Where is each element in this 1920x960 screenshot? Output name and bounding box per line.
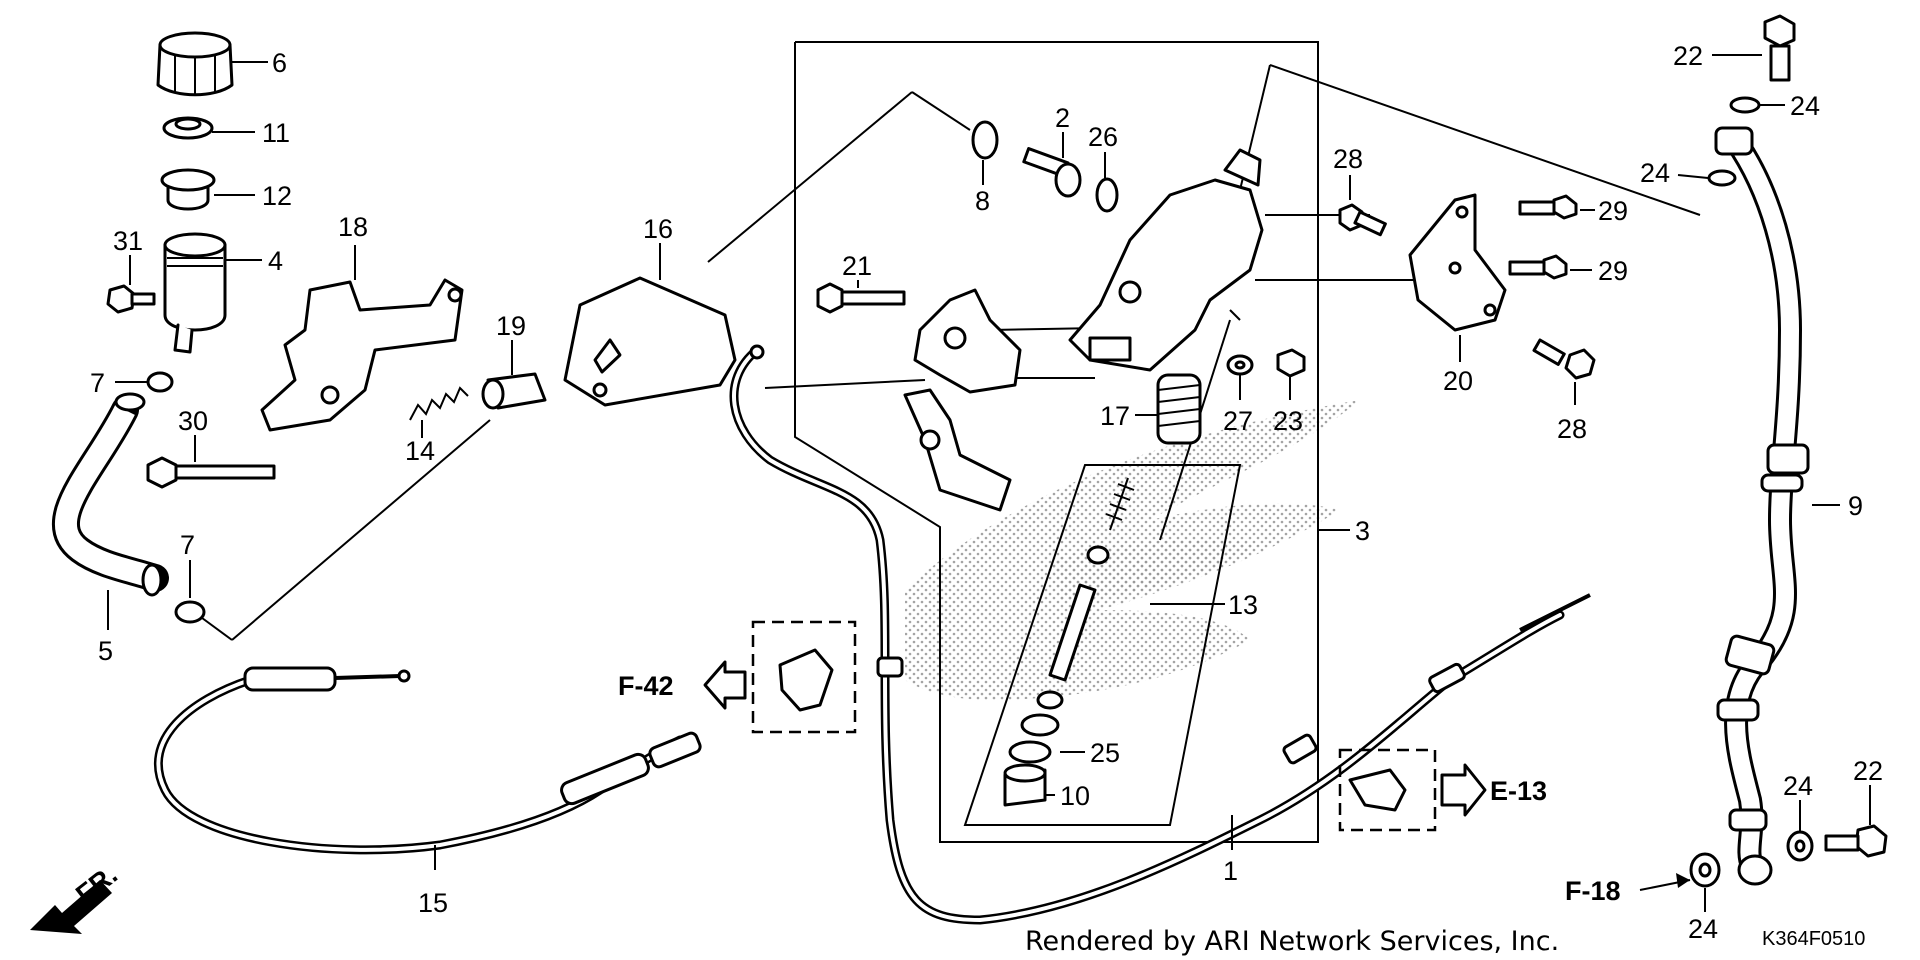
part-30-bolt[interactable]	[146, 456, 276, 489]
callout-4: 4	[268, 246, 283, 276]
assembly-outline	[794, 41, 1350, 843]
lever-bracket[interactable]	[903, 288, 1022, 512]
callout-26: 26	[1088, 122, 1118, 152]
e13-reference-inset[interactable]	[1338, 748, 1487, 832]
f18-arrow-icon	[1676, 873, 1690, 888]
callout-13: 13	[1228, 590, 1258, 620]
callout-12: 12	[262, 181, 292, 211]
callout-10: 10	[1060, 781, 1090, 811]
part-22-banjo-bolt-lower[interactable]	[1824, 824, 1888, 858]
part-24-washer-mid[interactable]	[1707, 169, 1737, 187]
arrow-left-icon	[703, 660, 747, 710]
part-7-hose-clip-lower[interactable]	[174, 600, 206, 624]
part-14-spring[interactable]	[409, 386, 469, 421]
part-7-hose-clip-upper[interactable]	[146, 371, 174, 393]
callout-17: 17	[1100, 401, 1130, 431]
callout-1: 1	[1223, 856, 1238, 886]
ref-f18[interactable]: F-18	[1565, 876, 1621, 906]
callout-16: 16	[643, 214, 673, 244]
part-18-stay-bracket[interactable]	[260, 278, 464, 432]
callout-11: 11	[262, 118, 290, 148]
part-28-bolt-lower[interactable]	[1532, 338, 1596, 380]
callout-24d: 24	[1688, 914, 1718, 944]
callout-18: 18	[338, 212, 368, 242]
callout-24a: 24	[1790, 91, 1820, 121]
part-2-pivot-bolt[interactable]	[1022, 147, 1082, 198]
part-22-banjo-bolt-upper[interactable]	[1763, 14, 1796, 82]
callout-6: 6	[272, 48, 287, 78]
callout-27: 27	[1223, 406, 1253, 436]
part-1-clutch-cable[interactable]	[729, 344, 1591, 925]
callout-5: 5	[98, 636, 113, 666]
ref-f42[interactable]: F-42	[618, 671, 674, 701]
credit-text: Rendered by ARI Network Services, Inc.	[1025, 926, 1559, 957]
part-31-screw[interactable]	[106, 284, 156, 314]
hose-banjo-fitting	[1737, 854, 1773, 886]
callout-15: 15	[418, 888, 448, 918]
part-13-piston-set[interactable]	[1036, 477, 1135, 710]
callout-7b: 7	[180, 530, 195, 560]
part-27-washer[interactable]	[1226, 354, 1254, 376]
callout-8: 8	[975, 186, 990, 216]
part-15-cable[interactable]	[154, 666, 702, 855]
part-24-washer-top[interactable]	[1729, 96, 1761, 114]
callout-24c: 24	[1783, 771, 1813, 801]
callout-7a: 7	[90, 368, 105, 398]
part-5-reservoir-hose[interactable]	[52, 392, 169, 597]
part-20-bracket[interactable]	[1408, 193, 1507, 332]
part-17-spring[interactable]	[1156, 373, 1202, 445]
part-6-reservoir-cap[interactable]	[156, 31, 234, 97]
callout-28a: 28	[1333, 144, 1363, 174]
master-cylinder-body[interactable]	[1068, 148, 1264, 372]
part-11-diaphragm-plate[interactable]	[162, 116, 214, 140]
front-direction-arrow-icon	[30, 880, 112, 934]
part-26-o-ring[interactable]	[1095, 177, 1119, 213]
callout-28b: 28	[1557, 414, 1587, 444]
callout-14: 14	[405, 436, 435, 466]
callout-9: 9	[1848, 491, 1863, 521]
callout-3: 3	[1355, 516, 1370, 546]
part-9-clutch-hose[interactable]	[1714, 126, 1810, 877]
ref-e13[interactable]: E-13	[1490, 776, 1547, 806]
callout-22b: 22	[1853, 756, 1883, 786]
callout-labels: 6 11 12 4 31 7 7 5 18 30 14 19 16 8 2 26…	[90, 41, 1883, 944]
callout-2: 2	[1055, 103, 1070, 133]
callout-25: 25	[1090, 738, 1120, 768]
arrow-right-icon	[1440, 763, 1487, 817]
part-10-boot[interactable]	[1003, 763, 1047, 807]
wing-watermark	[905, 400, 1360, 700]
callout-29a: 29	[1598, 196, 1628, 226]
part-21-bolt[interactable]	[816, 282, 906, 314]
callout-24b: 24	[1640, 158, 1670, 188]
callout-22a: 22	[1673, 41, 1703, 71]
callout-19: 19	[496, 311, 526, 341]
part-23-nut[interactable]	[1276, 348, 1306, 378]
part-19-collar[interactable]	[481, 372, 547, 410]
part-4-reservoir[interactable]	[163, 232, 227, 354]
part-29-bolt-lower[interactable]	[1508, 254, 1568, 280]
part-24-washer-lower-right[interactable]	[1786, 830, 1814, 862]
part-24-washer-lower-left[interactable]	[1689, 852, 1721, 888]
part-16-cover[interactable]	[563, 276, 737, 407]
diagram-code: K364F0510	[1762, 928, 1865, 950]
part-25-boot[interactable]	[1008, 713, 1060, 764]
callout-21: 21	[842, 251, 872, 281]
callout-29b: 29	[1598, 256, 1628, 286]
callout-31: 31	[113, 226, 143, 256]
part-8-circlip[interactable]	[971, 120, 999, 160]
part-12-diaphragm[interactable]	[160, 168, 216, 211]
f42-reference-inset[interactable]	[703, 620, 857, 734]
callout-20: 20	[1443, 366, 1473, 396]
part-28-bolt-upper[interactable]	[1338, 203, 1387, 237]
part-29-bolt-upper[interactable]	[1518, 194, 1578, 220]
callout-30: 30	[178, 406, 208, 436]
callout-23: 23	[1273, 406, 1303, 436]
